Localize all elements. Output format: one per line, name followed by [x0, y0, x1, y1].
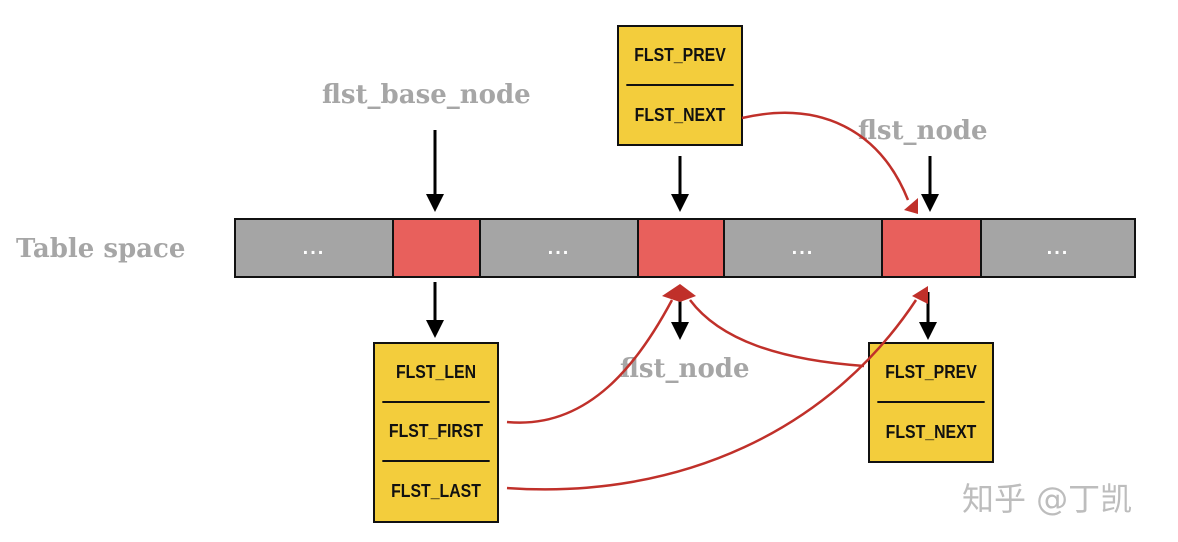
flst-base-node-box: FLST_LEN FLST_FIRST FLST_LAST	[373, 342, 499, 523]
field-flst-prev: FLST_PREV	[626, 27, 734, 86]
field-flst-last: FLST_LAST	[391, 481, 481, 501]
segment-gray: ...	[236, 220, 394, 276]
field-flst-prev: FLST_PREV	[877, 344, 985, 403]
segment-node	[639, 220, 725, 276]
segment-gray: ...	[982, 220, 1134, 276]
arrow-down-icon	[671, 300, 689, 340]
segment-gray: ...	[725, 220, 883, 276]
black-arrows	[426, 130, 939, 340]
pointer-last-curve	[506, 299, 918, 491]
pointer-arrows	[506, 111, 918, 491]
pointer-next-curve	[741, 111, 910, 201]
field-flst-next: FLST_NEXT	[885, 422, 977, 442]
watermark: 知乎 @丁凯	[962, 480, 1133, 518]
segment-base-node	[394, 220, 481, 276]
segment-node	[883, 220, 982, 276]
flst-base-node-label: flst_base_node	[322, 80, 531, 110]
arrow-down-icon	[426, 130, 444, 212]
table-space-label: Table space	[16, 234, 186, 264]
arrow-down-icon	[921, 156, 939, 212]
pointer-heads	[662, 198, 928, 304]
flst-node-label-bottom: flst_node	[620, 354, 750, 384]
flst-node-box-top: FLST_PREV FLST_NEXT	[617, 25, 743, 146]
arrow-down-icon	[671, 156, 689, 212]
field-flst-len: FLST_LEN	[382, 344, 490, 403]
table-space-strip: ... ... ... ...	[234, 218, 1136, 278]
arrow-head-icon	[662, 284, 696, 302]
flst-node-label-top: flst_node	[858, 116, 988, 146]
field-flst-first: FLST_FIRST	[382, 403, 490, 462]
arrow-down-icon	[426, 282, 444, 338]
flst-node-box-right: FLST_PREV FLST_NEXT	[868, 342, 994, 463]
pointer-prev-curve	[689, 299, 865, 368]
segment-gray: ...	[481, 220, 639, 276]
arrow-head-icon	[912, 286, 928, 304]
field-flst-next: FLST_NEXT	[634, 105, 726, 125]
arrow-head-icon	[904, 198, 918, 214]
pointer-first-curve	[506, 299, 674, 424]
